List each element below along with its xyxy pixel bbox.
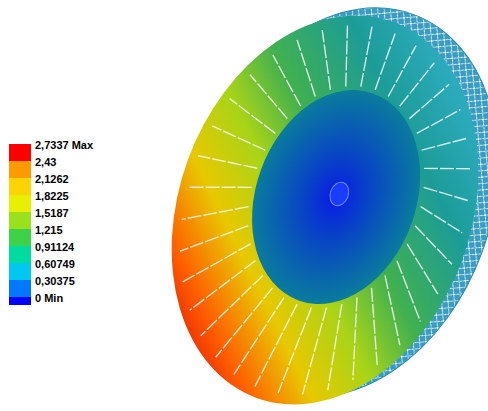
blade-line [278,307,311,394]
blade-line [296,308,334,395]
legend-value: 1,215 [35,224,63,237]
blade-line [375,33,396,89]
blade-line [255,300,297,390]
disc-face [119,0,488,411]
blade-line [424,154,470,183]
legend-swatch [9,212,31,229]
legend-value: 0,60749 [35,258,75,271]
blade-line [424,185,469,204]
blade-line [330,298,380,381]
blade-line [182,187,249,240]
blade-line [281,40,331,97]
legend-swatch [9,246,31,263]
blade-line [304,30,349,90]
blade-line [198,148,257,176]
blade-line [395,244,451,294]
blade-line [260,55,314,106]
blade-line [422,125,468,164]
color-legend: 2,7337 Max 2,43 2,1262 1,8225 1,5187 1,215 0,9… [0,0,120,411]
legend-value: 2,1262 [35,173,69,186]
blade-line [216,278,273,368]
blade-line [313,304,357,390]
legend-swatch [9,161,31,178]
blade-line [224,99,281,134]
blade-line [417,98,461,144]
legend-swatch [9,280,31,297]
legend-swatch [9,178,31,195]
blade-line [240,75,297,119]
blade-line [211,126,267,150]
legend-swatch [9,144,31,161]
legend-value: 0 Min [35,292,63,305]
blade-line [190,245,256,325]
legend-swatch [9,229,31,246]
legend-value: 1,5187 [35,207,69,220]
disc-hub [223,66,449,327]
legend-value: 0,91124 [35,241,74,254]
legend-value: 2,43 [35,156,56,169]
blade-line [351,27,381,87]
blade-line [201,263,263,349]
blade-line [400,57,435,113]
blade-line [417,207,466,233]
blade-line [407,226,460,265]
legend-value: 2,7337 Max [35,139,93,152]
blade-line [180,207,248,270]
blade-line [188,167,252,208]
legend-value: 1,8225 [35,190,69,203]
legend-swatch [9,263,31,280]
hub-bore [327,180,352,209]
legend-swatch [9,297,31,305]
legend-value: 0,30375 [35,275,75,288]
legend-swatch [9,195,31,212]
blade-line [328,26,366,87]
